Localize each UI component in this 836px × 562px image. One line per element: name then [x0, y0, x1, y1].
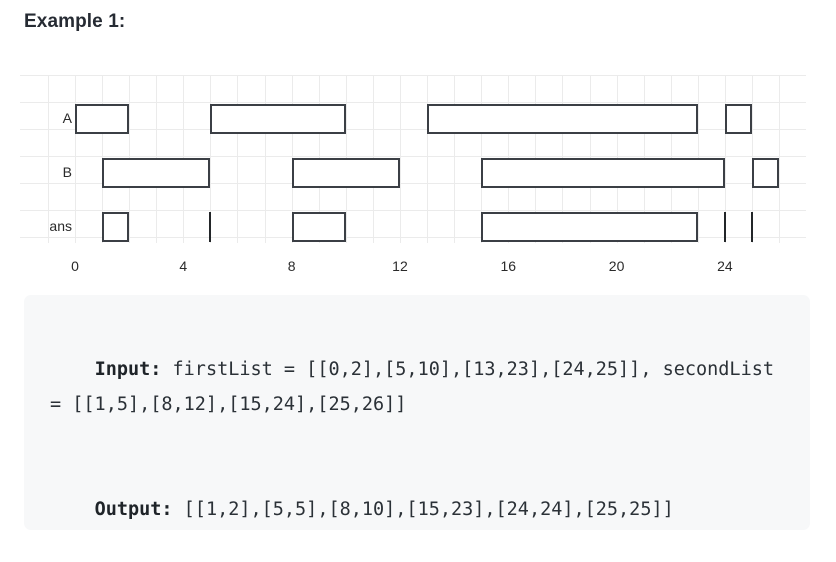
- gridline-vertical: [47, 75, 49, 243]
- axis-tick-label: 0: [71, 258, 79, 274]
- gridline-horizontal: [20, 237, 806, 238]
- example-io-block: Input: firstList = [[0,2],[5,10],[13,23]…: [24, 295, 810, 530]
- gridline-vertical: [264, 75, 266, 243]
- gridline-vertical: [427, 75, 429, 243]
- gridline-vertical: [779, 75, 781, 243]
- axis-tick-label: 8: [287, 258, 296, 274]
- gridline-horizontal: [20, 183, 806, 184]
- axis-tick-label: 20: [608, 258, 625, 274]
- gridline-vertical: [210, 75, 212, 243]
- output-label: Output:: [94, 499, 173, 520]
- gridline-horizontal: [20, 210, 806, 211]
- input-line: Input: firstList = [[0,2],[5,10],[13,23]…: [50, 317, 784, 457]
- chart-x-axis: 0 4 8 12 16 20 24: [20, 258, 806, 280]
- input-label: Input:: [94, 359, 162, 380]
- gridline-horizontal: [20, 156, 806, 157]
- row-label-B: B: [62, 164, 72, 180]
- row-label-A: A: [62, 110, 72, 126]
- gridline-vertical: [724, 75, 726, 243]
- row-label-ans: ans: [49, 218, 72, 234]
- output-line: Output: [[1,2],[5,5],[8,10],[15,23],[24,…: [50, 457, 784, 562]
- interval-bar: [102, 212, 130, 242]
- interval-bar: [481, 158, 725, 188]
- interval-bar: [210, 104, 346, 134]
- output-value: [[1,2],[5,5],[8,10],[15,23],[24,24],[25,…: [172, 499, 674, 520]
- interval-bar: [427, 104, 698, 134]
- interval-bar: [291, 212, 346, 242]
- gridline-horizontal: [20, 75, 806, 76]
- gridline-vertical: [75, 75, 76, 243]
- interval-bar: [724, 104, 752, 134]
- gridline-horizontal: [20, 102, 806, 103]
- gridline-horizontal: [20, 129, 806, 130]
- axis-tick-label: 4: [179, 258, 188, 274]
- interval-bar: [481, 212, 698, 242]
- gridline-vertical: [237, 75, 239, 243]
- input-value: firstList = [[0,2],[5,10],[13,23],[24,25…: [50, 359, 786, 415]
- gridline-vertical: [399, 75, 401, 243]
- interval-point: [209, 212, 212, 242]
- interval-bar: [291, 158, 400, 188]
- gridline-vertical: [454, 75, 456, 243]
- interval-bar: [75, 104, 130, 134]
- axis-tick-label: 16: [500, 258, 517, 274]
- page-title: Example 1:: [24, 11, 126, 32]
- axis-tick-label: 24: [717, 258, 733, 274]
- interval-bar: [102, 158, 211, 188]
- interval-bar: [752, 158, 780, 188]
- interval-point: [723, 212, 726, 242]
- axis-tick-label: 12: [392, 258, 408, 274]
- interval-point: [751, 212, 753, 242]
